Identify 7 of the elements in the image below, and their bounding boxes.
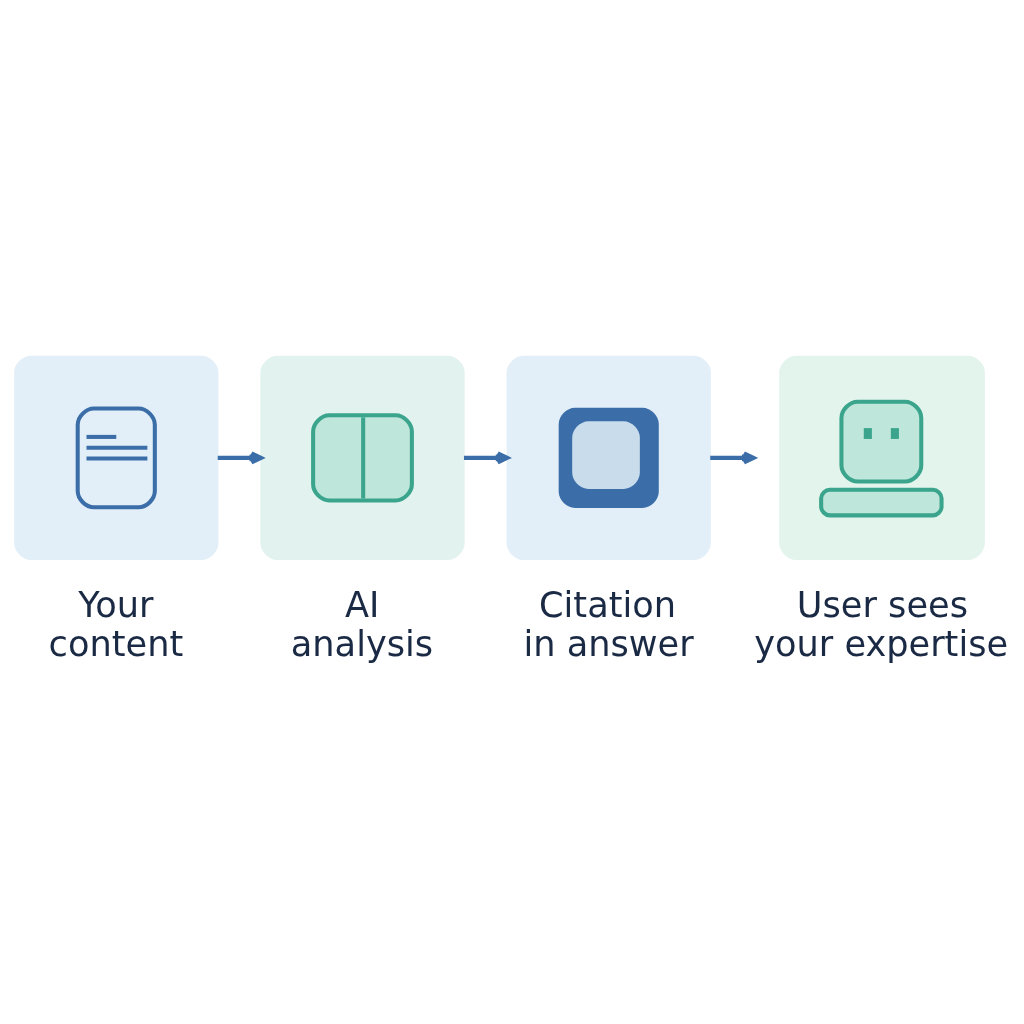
arrow [710,451,756,465]
node-label: Your content [48,584,184,665]
node-label: User sees your expertise [754,584,1009,665]
node-label: AI analysis [290,584,434,665]
arrow [217,451,264,465]
arrow [463,451,510,465]
node-label: Citation in answer [523,584,694,665]
